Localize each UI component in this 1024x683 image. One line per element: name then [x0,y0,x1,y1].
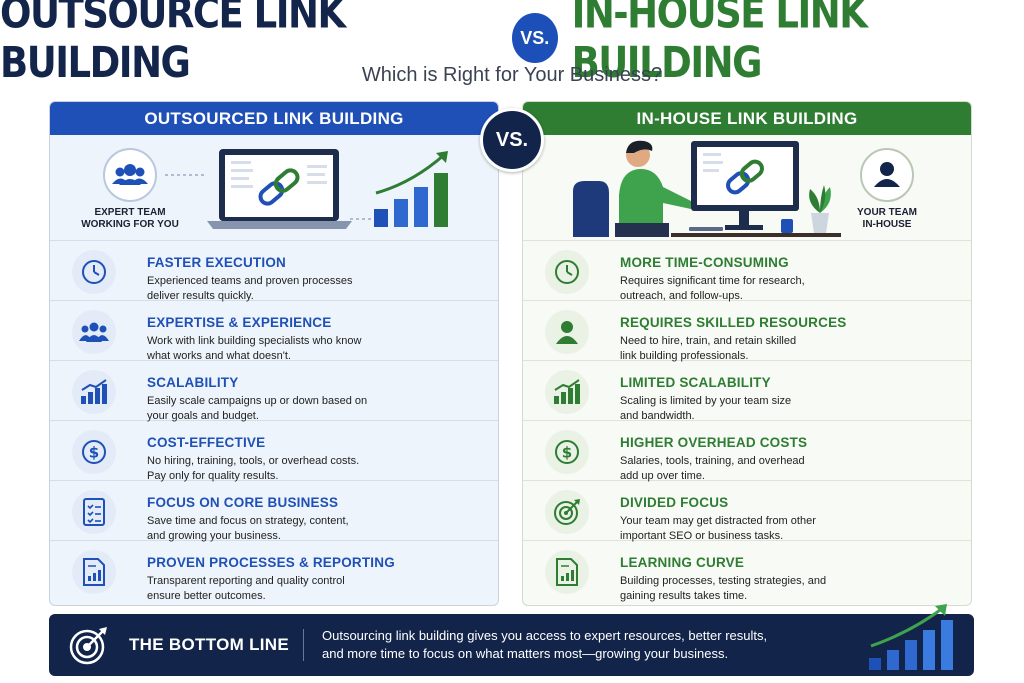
clock-icon [72,250,116,294]
dotted-connector-1 [165,174,207,176]
in-house-considerations-list: MORE TIME-CONSUMING Requires significant … [523,241,971,602]
center-vs-badge: VS. [480,108,544,172]
item-description: Building processes, testing strategies, … [620,575,827,602]
item-title: EXPERTISE & EXPERIENCE [147,315,332,330]
dollar-icon: $ [545,430,589,474]
report-icon [545,550,589,594]
list-item: LIMITED SCALABILITY Scaling is limited by… [523,361,971,422]
title-vs-badge: VS. [511,13,558,63]
checklist-icon [72,490,116,534]
outsourced-panel: OUTSOURCED LINK BUILDING EXPERT TEAM WOR… [49,101,499,606]
in-house-hero: YOUR TEAM IN-HOUSE [523,135,971,241]
dollar-icon: $ [72,430,116,474]
person-icon [545,310,589,354]
list-item: SCALABILITY Easily scale campaigns up or … [50,361,498,422]
svg-text:$: $ [562,444,572,462]
list-item: PROVEN PROCESSES & REPORTING Transparent … [50,541,498,602]
growth-bars-icon [374,151,448,227]
bottom-line-banner: THE BOTTOM LINE Outsourcing link buildin… [49,604,974,676]
item-description: Transparent reporting and quality contro… [147,575,345,602]
item-title: DIVIDED FOCUS [620,495,729,510]
title-row: OUTSOURCE LINK BUILDING VS. IN-HOUSE LIN… [0,0,1024,87]
subtitle: Which is Right for Your Business? [361,64,663,86]
in-house-panel: IN-HOUSE LINK BUILDING [522,101,972,606]
in-house-panel-header: IN-HOUSE LINK BUILDING [523,102,971,135]
bottom-line-title: THE BOTTOM LINE [129,635,290,654]
team-icon [72,310,116,354]
item-description: Work with link building specialists who … [147,335,362,362]
item-title: SCALABILITY [147,375,239,390]
target-icon [69,627,107,665]
list-item: LEARNING CURVE Building processes, testin… [523,541,971,602]
item-title: REQUIRES SKILLED RESOURCES [620,315,847,330]
item-title: HIGHER OVERHEAD COSTS [620,435,808,450]
title-outsource: OUTSOURCE LINK BUILDING [0,0,346,88]
outsourced-benefits-list: FASTER EXECUTION Experienced teams and pr… [50,241,498,602]
title-in-house: IN-HOUSE LINK BUILDING [571,0,868,88]
report-icon [72,550,116,594]
bottom-line-divider [303,629,304,661]
list-item: MORE TIME-CONSUMING Requires significant … [523,241,971,302]
item-description: Requires significant time for research,o… [620,275,805,302]
list-item: EXPERTISE & EXPERIENCE Work with link bui… [50,301,498,362]
list-item: FOCUS ON CORE BUSINESS Save time and focu… [50,481,498,542]
list-item: REQUIRES SKILLED RESOURCES Need to hire, … [523,301,971,362]
list-item: $ COST-EFFECTIVE No hiring, training, tool… [50,421,498,482]
list-item: $ HIGHER OVERHEAD COSTS Salaries, tools, t… [523,421,971,482]
bottom-line-text: Outsourcing link building gives you acce… [322,628,768,661]
worker-at-desk-illustration [573,140,841,237]
item-title: LIMITED SCALABILITY [620,375,771,390]
clock-icon [545,250,589,294]
list-item: FASTER EXECUTION Experienced teams and pr… [50,241,498,302]
item-title: FASTER EXECUTION [147,255,286,270]
your-team-icon [860,148,914,202]
target-icon [545,490,589,534]
laptop-link-icon [207,149,352,229]
item-title: PROVEN PROCESSES & REPORTING [147,555,395,570]
expert-team-icon [103,148,157,202]
growth-chart-icon [545,370,589,414]
growth-chart-icon [72,370,116,414]
list-item: DIVIDED FOCUS Your team may get distracte… [523,481,971,542]
svg-text:$: $ [89,444,99,462]
your-team-caption: YOUR TEAM IN-HOUSE [857,207,917,230]
expert-team-caption: EXPERT TEAM WORKING FOR YOU [81,207,179,230]
outsourced-panel-header: OUTSOURCED LINK BUILDING [50,102,498,135]
item-description: No hiring, training, tools, or overhead … [147,455,360,482]
growth-bars-icon [869,604,953,670]
item-description: Easily scale campaigns up or down based … [147,395,368,422]
item-title: LEARNING CURVE [620,555,745,570]
item-description: Save time and focus on strategy, content… [147,515,349,542]
item-title: FOCUS ON CORE BUSINESS [147,495,339,510]
outsourced-hero: EXPERT TEAM WORKING FOR YOU [50,135,498,241]
item-title: COST-EFFECTIVE [147,435,266,450]
item-title: MORE TIME-CONSUMING [620,255,789,270]
